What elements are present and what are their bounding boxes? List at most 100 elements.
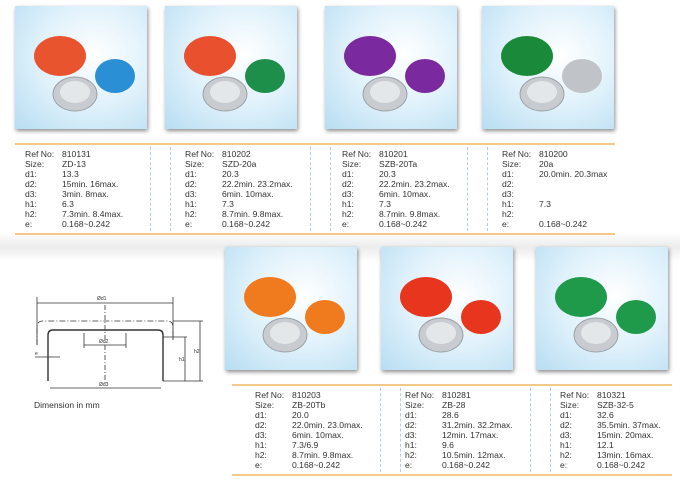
cap-top <box>344 36 396 76</box>
cap-open-inner <box>426 322 456 344</box>
spec-ref: Ref No: 810202 <box>185 149 293 159</box>
spec-size: Size:SZD-20a <box>185 159 293 169</box>
spec-ref: Ref No:810203 <box>255 390 363 400</box>
e-label: e <box>35 351 38 357</box>
spec-h2: h2: 8.7min. 9.8max. <box>185 209 293 219</box>
spec-value: 8.7min. 9.8max. <box>222 209 284 219</box>
divider <box>330 147 331 231</box>
spec-value: 15min. 20max. <box>597 430 654 440</box>
spec-value: 810202 <box>222 149 251 159</box>
spec-value: ZB-28 <box>442 400 466 410</box>
spec-key: Ref No: <box>560 390 590 400</box>
spec-key: d1: <box>342 169 354 179</box>
spec-h1: h1:6.3 <box>25 199 123 209</box>
spec-ref: Ref No:810131 <box>25 149 123 159</box>
spec-value: 31.2min. 32.2max. <box>442 420 513 430</box>
spec-key: e: <box>405 460 413 470</box>
spec-value: 32.6 <box>597 410 614 420</box>
spec-h1: h1: 7.3 <box>342 199 450 209</box>
spec-d3: d3:15min. 20max. <box>560 430 661 440</box>
spec-key: h2: <box>185 209 197 219</box>
spec-d1: d1:20.0 <box>255 410 363 420</box>
spec-value: 20a <box>539 159 554 169</box>
spec-value: 6.3 <box>62 199 74 209</box>
spec-d2: d2:22.2min. 23.2max. <box>185 179 293 189</box>
spec-value: 6min. 10max. <box>222 189 274 199</box>
spec-d1: d1:32.6 <box>560 410 661 420</box>
spec-key: d2: <box>502 179 514 189</box>
divider <box>400 388 401 472</box>
spec-e: e:0.168~0.242 <box>342 219 450 229</box>
spec-value: ZD-13 <box>62 159 86 169</box>
spec-key: h2: <box>560 450 572 460</box>
spec-key: Ref No: <box>342 149 372 159</box>
spec-d2: d2: <box>502 179 607 189</box>
divider <box>170 147 171 231</box>
spec-key: Size: <box>405 400 425 410</box>
divider <box>310 147 311 231</box>
spec-key: Size: <box>185 159 205 169</box>
cap-open-inner <box>527 81 557 103</box>
spec-d3: d3: <box>502 189 607 199</box>
spec-h2: h2:10.5min. 12max. <box>405 450 513 460</box>
spec-key: Size: <box>502 159 522 169</box>
spec-value: 7.3min. 8.4max. <box>62 209 124 219</box>
divider <box>487 147 488 231</box>
spec-key: d1: <box>25 169 37 179</box>
cap-top <box>555 277 607 317</box>
spec-value: 6min. 10max. <box>379 189 431 199</box>
spec-key: d1: <box>502 169 514 179</box>
spec-h2: h2:8.7min. 9.8max. <box>255 450 363 460</box>
spec-value: 13min. 16max. <box>597 450 654 460</box>
spec-value: 7.3 <box>379 199 391 209</box>
spec-value: 6min. 10max. <box>292 430 344 440</box>
spec-key: h2: <box>342 209 354 219</box>
spec-value: SZB-32-5 <box>597 400 634 410</box>
spec-value: 0.168~0.242 <box>379 219 428 229</box>
spec-value: 20.0 <box>292 410 309 420</box>
spec-key: Ref No: <box>185 149 215 159</box>
cap-open-inner <box>581 322 611 344</box>
divider <box>530 388 531 472</box>
h2-label: h2 <box>194 349 200 355</box>
spec-key: h1: <box>185 199 197 209</box>
spec-h1: h1:9.6 <box>405 440 513 450</box>
spec-key: e: <box>255 460 263 470</box>
spec-value: 0.168~0.242 <box>222 219 271 229</box>
spec-value: 35.5min. 37max. <box>597 420 661 430</box>
d1-label: Ød1 <box>97 296 107 302</box>
spec-value: 12min. 17max. <box>442 430 499 440</box>
spec-value: 0.168~0.242 <box>62 219 111 229</box>
spec-h1: h1:7.3 <box>502 199 607 209</box>
spec-key: d2: <box>342 179 354 189</box>
spec-value: 8.7min. 9.8max. <box>379 209 441 219</box>
spec-value: 28.6 <box>442 410 459 420</box>
spec-value: 22.2min. 23.2max. <box>379 179 450 189</box>
spec-value: 22.2min. 23.2max. <box>222 179 293 189</box>
spec-e: e:0.168~0.242 <box>560 460 661 470</box>
spec-key: d2: <box>560 420 572 430</box>
spec-key: Ref No: <box>255 390 285 400</box>
spec-key: d3: <box>405 430 417 440</box>
spec-key: Size: <box>255 400 275 410</box>
d3-label: Ød3 <box>99 382 109 388</box>
spec-key: h1: <box>342 199 354 209</box>
spec-size: Size:SZB-20Ta <box>342 159 450 169</box>
spec-key: d1: <box>405 410 417 420</box>
spec-key: h1: <box>255 440 267 450</box>
spec-e: e:0.168~0.242 <box>255 460 363 470</box>
spec-key: h1: <box>405 440 417 450</box>
cap-side <box>562 59 602 93</box>
spec-d3: d3:6min. 10max. <box>255 430 363 440</box>
spec-key: h2: <box>405 450 417 460</box>
spec-value: SZB-20Ta <box>379 159 418 169</box>
spec-value: 13.3 <box>62 169 79 179</box>
spec-d3: d3:6min. 10max. <box>185 189 293 199</box>
spec-value: 0.168~0.242 <box>442 460 491 470</box>
cap-open-inner <box>60 81 90 103</box>
spec-d3: d3:6min. 10max. <box>342 189 450 199</box>
